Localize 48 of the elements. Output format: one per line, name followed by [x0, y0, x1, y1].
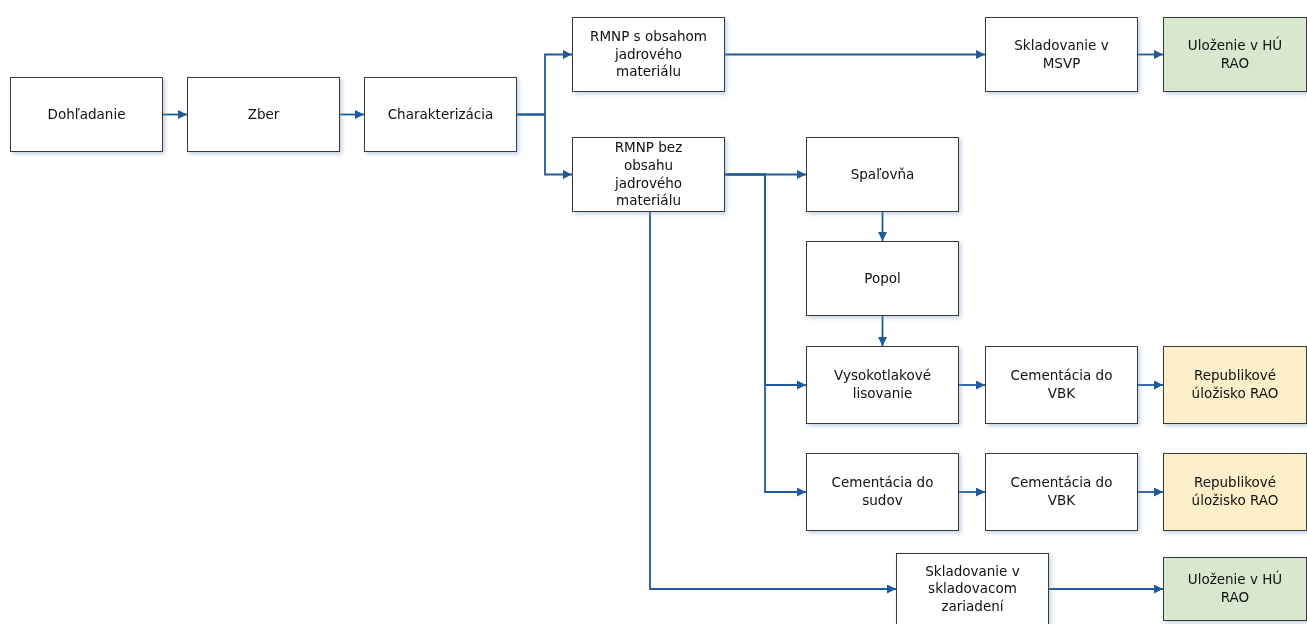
arrow: [1137, 380, 1164, 390]
process-box: [806, 137, 959, 212]
process-box: [572, 17, 725, 92]
arrow: [339, 110, 365, 119]
box-label: Skladovanie v skladovacom zariadení: [924, 562, 1021, 616]
process-box: [1163, 346, 1307, 424]
process-box: [985, 17, 1138, 92]
box-label: Charakterizácia: [387, 105, 494, 124]
box-label: Republikové úložisko RAO: [1190, 367, 1280, 403]
arrow: [1048, 584, 1164, 594]
box-label: Zber: [247, 105, 280, 124]
box-label: Republikové úložisko RAO: [1190, 474, 1280, 510]
box-label: RMNP bez obsahu jadrového materiálu: [613, 139, 684, 210]
process-box: [572, 137, 725, 212]
arrow: [649, 211, 897, 594]
arrow: [516, 113, 573, 179]
arrow: [958, 487, 986, 497]
process-box: [1163, 17, 1307, 92]
process-box: [1163, 557, 1307, 621]
process-box: [10, 77, 163, 152]
box-label: Spaľovňa: [850, 165, 915, 184]
process-box: [806, 453, 959, 531]
box-label: Uloženie v HÚ RAO: [1186, 571, 1284, 607]
arrow: [724, 50, 986, 59]
process-box: [1163, 453, 1307, 531]
arrow: [1137, 50, 1164, 59]
process-box: [806, 346, 959, 424]
process-box: [806, 241, 959, 316]
box-label: Uloženie v HÚ RAO: [1186, 36, 1284, 73]
arrow: [1137, 487, 1164, 497]
box-label: Cementácia do VBK: [1009, 474, 1114, 510]
arrow: [958, 380, 986, 390]
arrow: [162, 110, 188, 119]
box-label: Vysokotlakové lisovanie: [833, 367, 932, 403]
box-label: Dohľadanie: [47, 105, 126, 124]
box-label: Popol: [864, 269, 901, 288]
arrow: [724, 173, 807, 497]
process-box: [364, 77, 517, 152]
process-box: [985, 453, 1138, 531]
arrow: [878, 211, 887, 242]
arrow: [878, 315, 887, 347]
box-label: RMNP s obsahom jadrového materiálu: [589, 28, 708, 81]
process-box: [187, 77, 340, 152]
box-label: Cementácia do sudov: [830, 474, 935, 510]
process-box: [985, 346, 1138, 424]
box-label: Skladovanie v MSVP: [1013, 36, 1110, 73]
box-label: Cementácia do VBK: [1009, 367, 1114, 403]
process-box: [896, 553, 1049, 624]
